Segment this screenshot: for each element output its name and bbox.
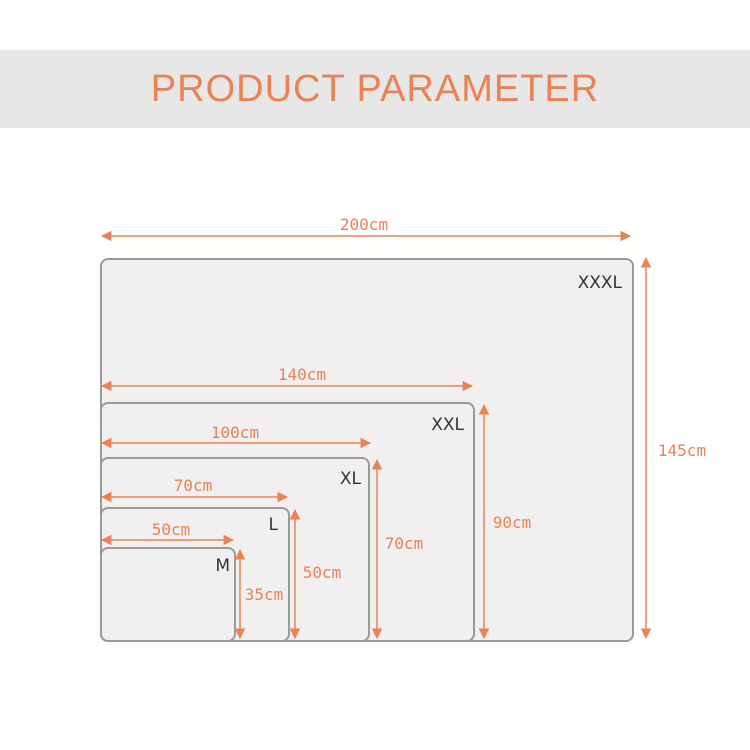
size-label-xxl: XXL — [431, 415, 464, 435]
size-label-m: M — [215, 556, 230, 576]
width-label-xxl: 140cm — [278, 365, 326, 384]
width-label-xl: 100cm — [211, 423, 259, 442]
title-banner: PRODUCT PARAMETER — [0, 50, 750, 128]
size-label-l: L — [269, 515, 279, 535]
height-label-l: 50cm — [303, 563, 342, 582]
size-label-xxxl: XXXL — [578, 273, 623, 293]
page-title: PRODUCT PARAMETER — [150, 68, 600, 110]
width-label-xxxl: 200cm — [340, 215, 388, 234]
height-label-xxl: 90cm — [493, 513, 532, 532]
width-label-l: 70cm — [174, 476, 213, 495]
height-label-xl: 70cm — [385, 534, 424, 553]
size-label-xl: XL — [340, 469, 362, 489]
height-label-m: 35cm — [245, 585, 284, 604]
width-label-m: 50cm — [152, 520, 191, 539]
height-label-xxxl: 145cm — [658, 441, 706, 460]
